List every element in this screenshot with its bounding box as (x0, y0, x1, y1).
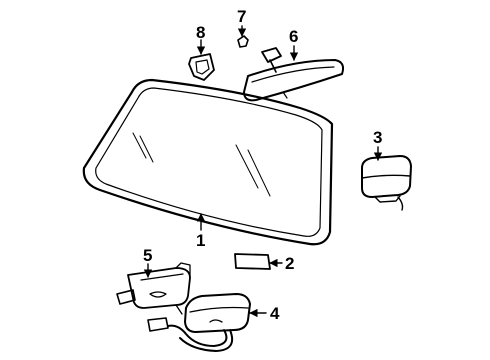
sensor-module-part (361, 155, 412, 211)
callout-1: 1 (196, 231, 205, 250)
callout-2: 2 (285, 254, 294, 273)
callout-4: 4 (270, 304, 280, 323)
windshield-glass (82, 78, 334, 246)
callout-3: 3 (373, 128, 382, 147)
rear-view-mirror-part (243, 47, 345, 102)
bracket-part (188, 53, 215, 81)
callout-6: 6 (289, 27, 298, 46)
label-plate-part (234, 253, 271, 270)
control-module-part (147, 293, 251, 352)
callout-8: 8 (196, 23, 205, 42)
callout-5: 5 (143, 246, 152, 265)
module-bracket-part (116, 262, 191, 315)
callout-7: 7 (237, 7, 246, 26)
small-clip-part (237, 35, 249, 48)
